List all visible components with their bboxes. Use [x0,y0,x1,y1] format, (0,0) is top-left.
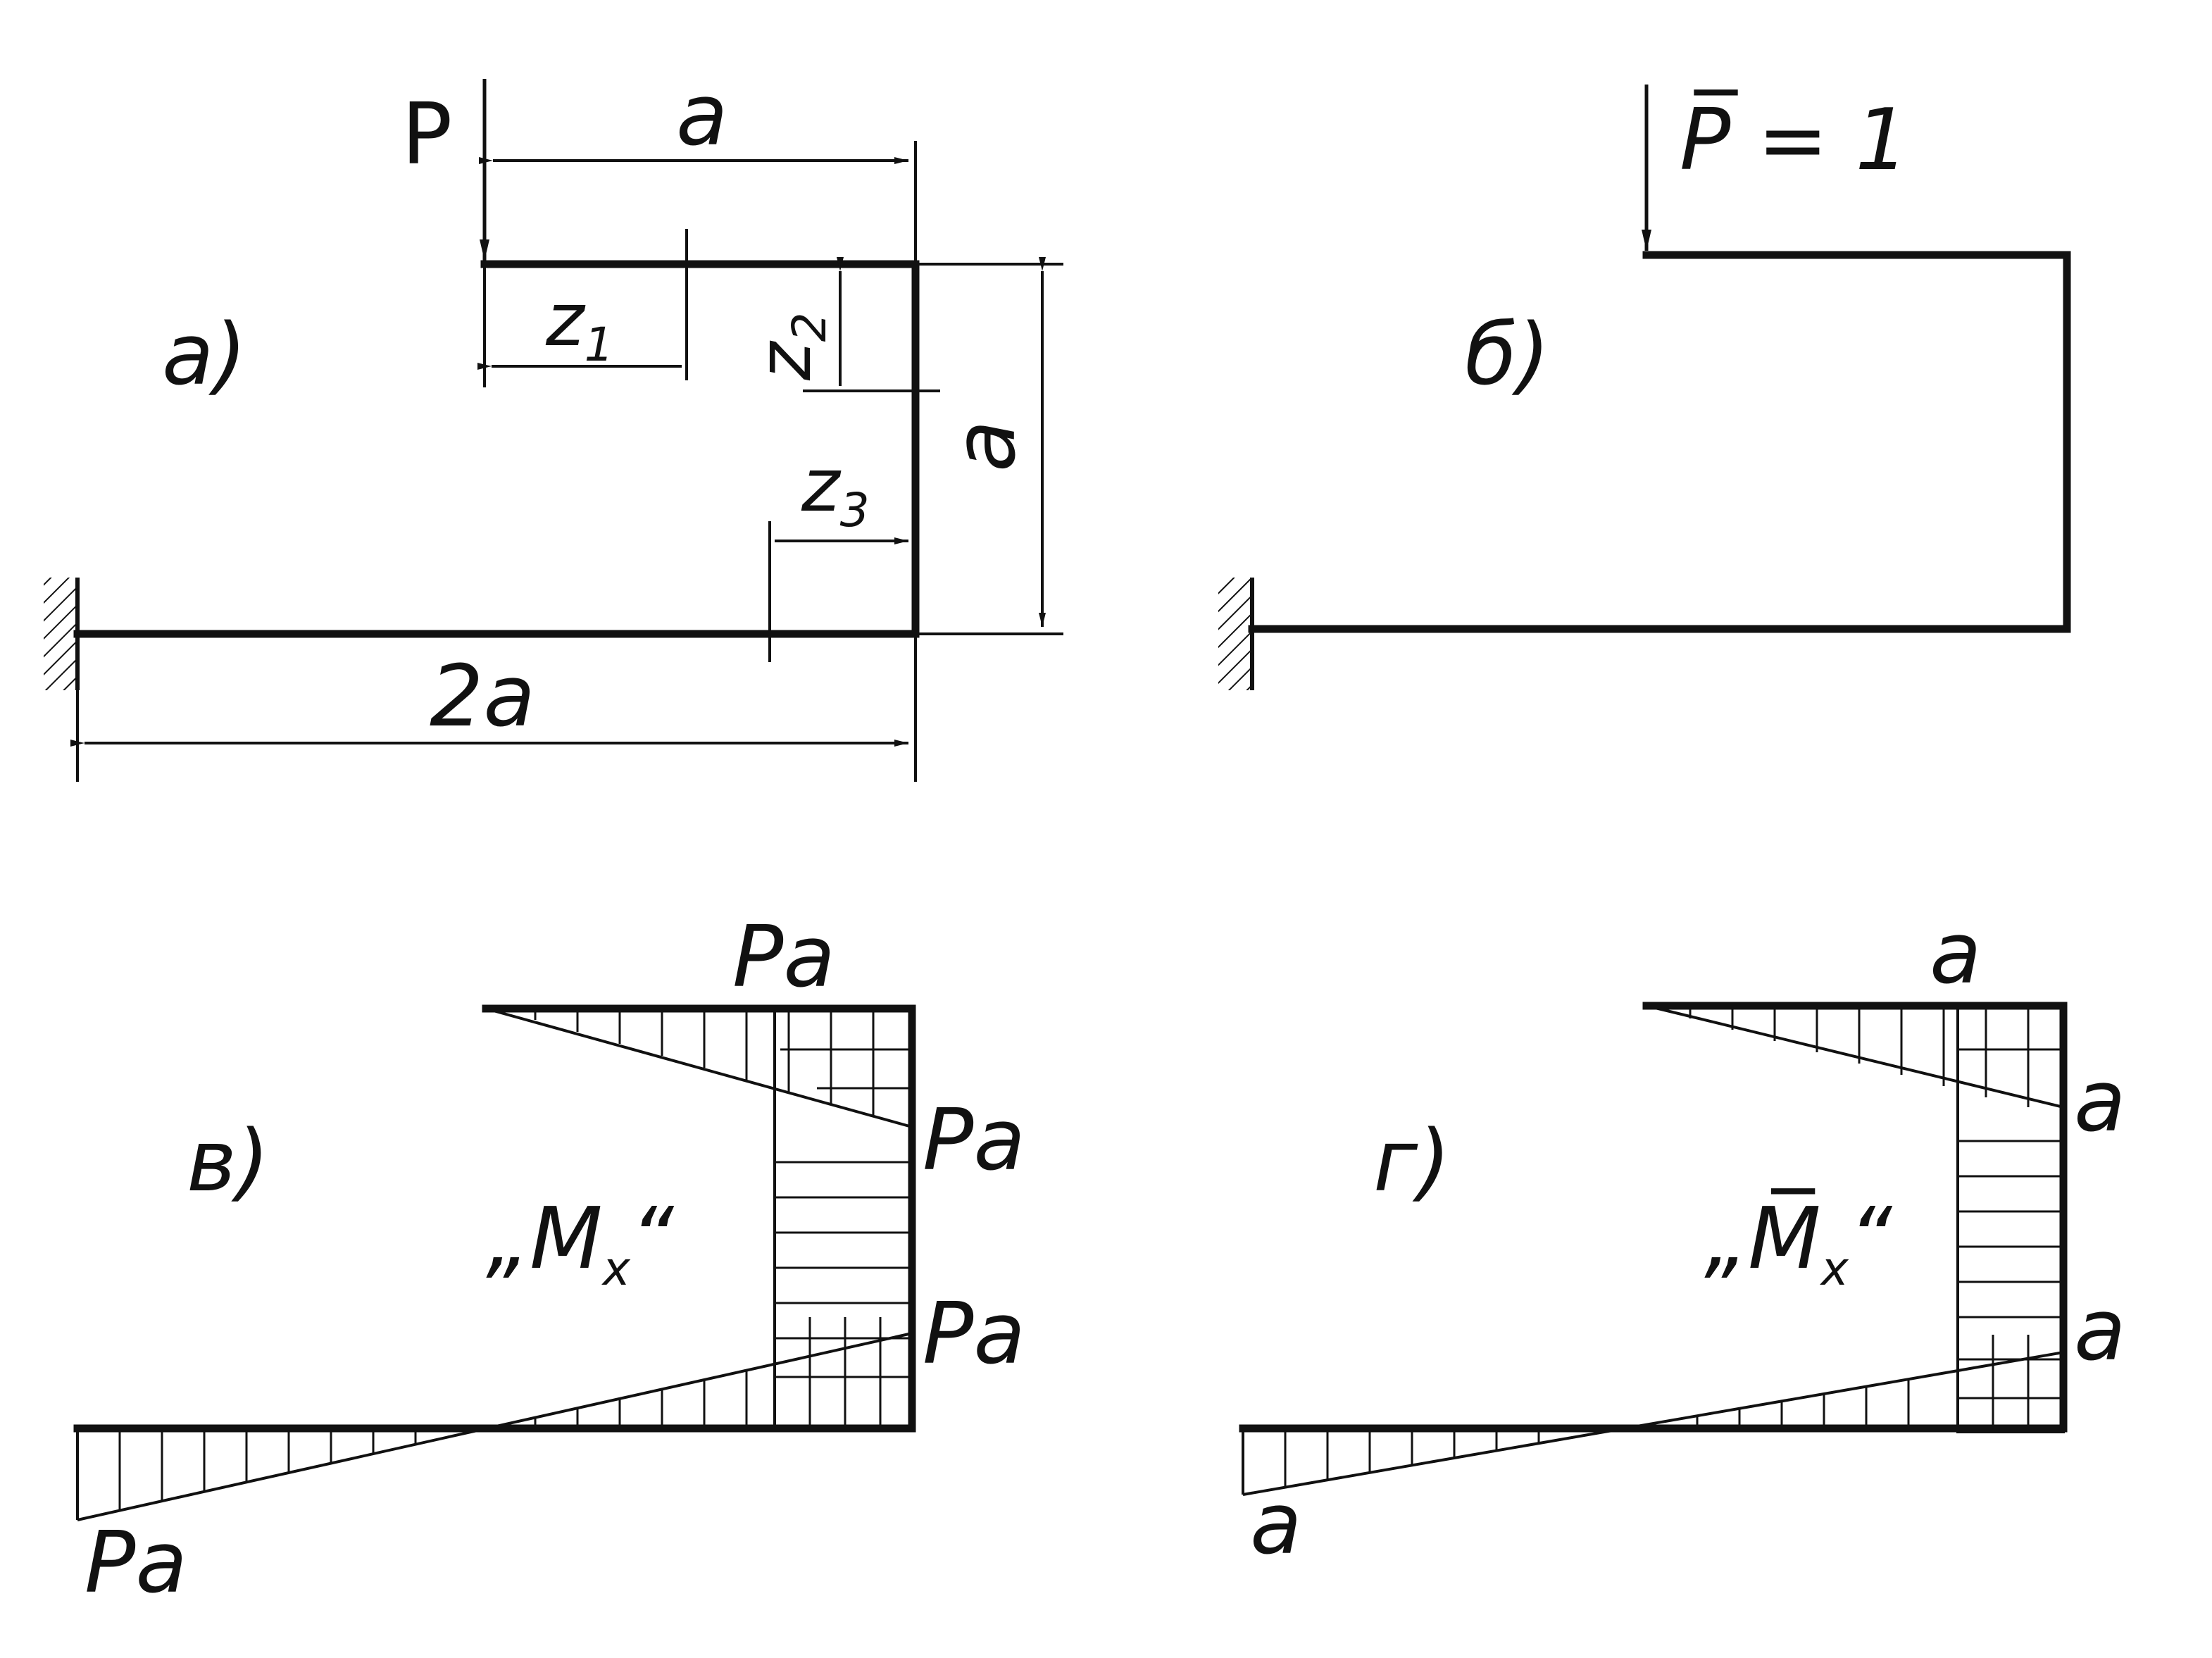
panel-v-label: в) [187,1113,270,1211]
panel-b-load-label: P̅ = 1 [1680,89,1909,189]
panel-v-value-top: Pa [732,909,835,1006]
panel-v-vertical-block [773,1007,913,1430]
panel-v-value-right-upper: Pa [923,1092,1025,1190]
panel-a-label: а) [162,306,246,404]
panel-a-dim-top-label: a [676,67,728,165]
panel-b-wall-hatch [1218,578,1251,690]
panel-g-frame-axis [1239,1002,2068,1433]
panel-v-top-diag [485,1007,913,1128]
panel-a-z1-label: z1 [545,277,614,372]
panel-v-top-hatch [534,1009,912,1116]
panel-g-value-right-upper: a [2074,1053,2126,1151]
panel-a-frame [73,260,920,638]
panel-g-value-left: a [1250,1476,1302,1573]
panel-a-frame-scheme: P a z1 z2 z3 a 2a а) [44,67,1063,782]
panel-a-dim-bottom-label: 2a [430,648,535,746]
panel-b-unit-load-scheme: P̅ = 1 б) [1218,85,2071,690]
panel-g-value-top: a [1930,905,1982,1003]
panel-v-moment-diagram: Pa Pa Pa Pa „Mx“ в) [73,909,1025,1612]
panel-a-wall-hatch [44,578,76,690]
panel-g-bottom-diag [1242,1351,2064,1496]
panel-g-top-hatch [1689,1006,2063,1107]
panel-g-label: г) [1373,1113,1451,1211]
panel-a-z3-label: z3 [801,442,870,537]
panel-v-bottom-hatch [118,1371,748,1511]
panel-g-vertical-hatch [1958,1140,2063,1432]
panel-v-value-right-lower: Pa [923,1285,1025,1383]
panel-v-frame-axis [73,1004,916,1433]
panel-g-diagram-title: „M̅x“ [1704,1188,1893,1296]
panel-v-vertical-hatch [775,1161,912,1428]
panel-a-z2-label: z2 [742,312,837,381]
panel-v-value-left: Pa [85,1514,187,1612]
panel-g-unit-moment-diagram: a a a a „M̅x“ г) [1239,905,2126,1573]
panel-v-diagram-title: „Mx“ [486,1190,675,1296]
panel-g-top-diag [1646,1004,2064,1109]
panel-a-dim-right-label: a [937,420,1035,472]
panel-b-label: б) [1465,306,1550,404]
panel-b-frame [1248,251,2071,633]
panel-g-value-right-lower: a [2074,1282,2126,1380]
panel-a-load-label: P [401,86,452,184]
